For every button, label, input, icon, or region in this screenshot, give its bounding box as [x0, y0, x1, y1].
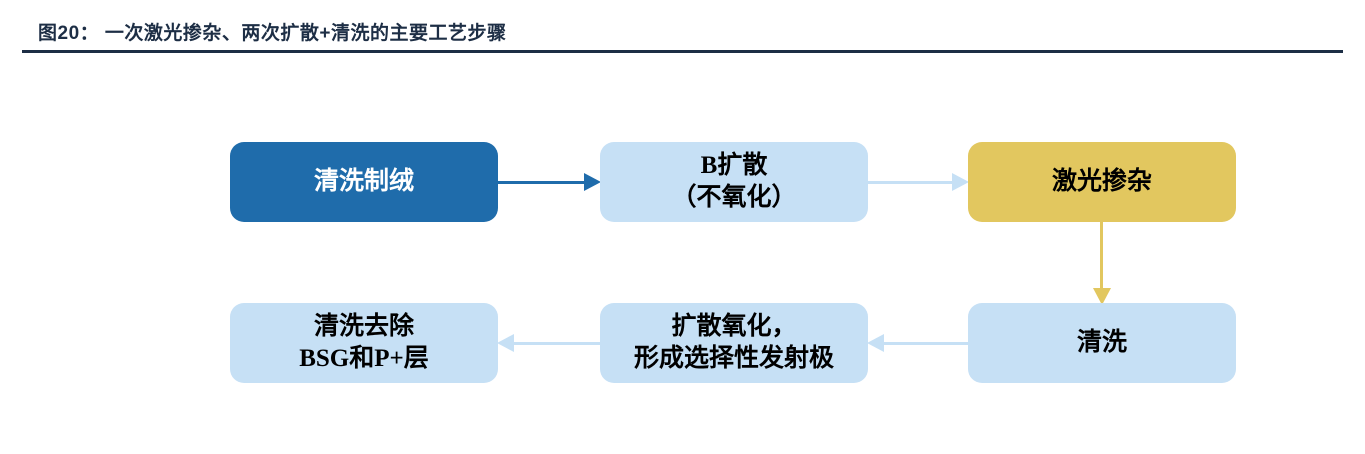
- arrow-line: [514, 342, 602, 345]
- arrow-head-down-icon: [1093, 288, 1111, 305]
- figure-header: 图20： 一次激光掺杂、两次扩散+清洗的主要工艺步骤: [0, 0, 1365, 56]
- flow-node-laser-doping[interactable]: 激光掺杂: [968, 142, 1236, 222]
- arrow-head-right-icon: [584, 173, 601, 191]
- flow-node-label: 清洗去除 BSG和P+层: [299, 313, 429, 372]
- arrow-line: [868, 181, 954, 184]
- arrow-head-left-icon: [867, 334, 884, 352]
- flow-node-label: 清洗制绒: [313, 168, 414, 195]
- arrow-line: [1100, 222, 1103, 292]
- arrow-head-right-icon: [952, 173, 969, 191]
- flow-node-qingxi-zhirong[interactable]: 清洗制绒: [230, 142, 498, 222]
- arrow-head-left-icon: [497, 334, 514, 352]
- flow-node-label: 激光掺杂: [1051, 168, 1152, 195]
- flow-node-remove-bsg[interactable]: 清洗去除 BSG和P+层: [230, 303, 498, 383]
- flow-node-label: 清洗: [1076, 329, 1127, 356]
- flow-node-label: 扩散氧化， 形成选择性发射极: [633, 313, 834, 372]
- flow-node-cleaning[interactable]: 清洗: [968, 303, 1236, 383]
- flow-node-diffusion-oxidation[interactable]: 扩散氧化， 形成选择性发射极: [600, 303, 868, 383]
- flow-node-label: B扩散 （不氧化）: [671, 152, 797, 211]
- arrow-line: [498, 181, 586, 184]
- header-divider: [22, 50, 1343, 53]
- flowchart-canvas: 清洗制绒 B扩散 （不氧化） 激光掺杂 清洗 扩散氧化， 形成选择性发射极 清洗…: [0, 56, 1365, 454]
- flow-node-b-diffusion[interactable]: B扩散 （不氧化）: [600, 142, 868, 222]
- arrow-line: [884, 342, 970, 345]
- figure-title: 图20： 一次激光掺杂、两次扩散+清洗的主要工艺步骤: [38, 23, 507, 44]
